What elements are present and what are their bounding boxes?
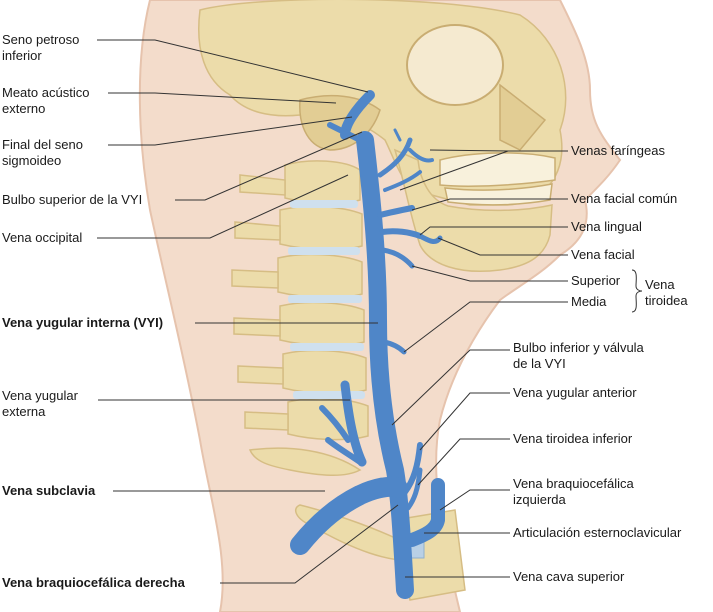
label-vena-yugular-interna: Vena yugular interna (VYI): [2, 315, 164, 330]
label-vena-braquiocefalica-derecha: Vena braquiocefálica derecha: [2, 575, 185, 590]
label-vena-yugular-anterior: Vena yugular anterior: [513, 385, 637, 400]
leader-tiroidea-media: [403, 301, 568, 353]
leader-venas-faringeas: [429, 149, 568, 152]
label-vena-facial: Vena facial: [571, 247, 635, 262]
label-vena-tiroidea-inferior: Vena tiroidea inferior: [513, 431, 633, 446]
leader-meato: [108, 92, 337, 104]
orbit: [406, 24, 504, 106]
label-vena-yugular-externa: Vena yugular externa: [2, 388, 78, 419]
first-rib: [248, 447, 362, 477]
leader-vena-occipital: [97, 174, 349, 239]
label-vena-lingual: Vena lingual: [571, 219, 642, 234]
label-tiroidea-superior: Superior: [571, 273, 621, 288]
leader-tiroidea-superior: [411, 265, 568, 282]
leader-vena-braquiocefalica-izq: [439, 489, 510, 511]
upper-teeth: [439, 152, 556, 187]
nasal-bone: [499, 83, 547, 151]
leader-final-seno: [108, 116, 353, 146]
label-vena-facial-comun: Vena facial común: [571, 191, 678, 206]
leader-vena-yugular-anterior: [419, 392, 510, 451]
leader-vena-facial: [437, 237, 568, 256]
label-bulbo-inferior: Bulbo inferior y válvula de la VYI: [513, 340, 644, 371]
label-tiroidea-media: Media: [571, 294, 607, 309]
label-vena-braquiocefalica-izquierda: Vena braquiocefálica izquierda: [513, 476, 634, 507]
label-meato-acustico: Meato acústico externo: [2, 85, 90, 116]
leader-bulbo-inferior: [391, 349, 510, 426]
leader-seno-petroso: [97, 39, 369, 93]
label-vena-tiroidea-group: Vena tiroidea: [645, 277, 688, 308]
leader-vena-lingual: [419, 226, 568, 236]
label-bulbo-superior: Bulbo superior de la VYI: [2, 192, 143, 207]
label-vena-subclavia: Vena subclavia: [2, 483, 96, 498]
label-seno-petroso: Seno petroso inferior: [2, 32, 80, 63]
label-final-seno-sigmoideo: Final del seno sigmoideo: [2, 137, 83, 168]
tiroidea-brace: [631, 269, 643, 313]
leader-vena-braquiocefalica-derecha: [220, 504, 399, 584]
leader-vena-tiroidea-inferior: [417, 438, 510, 486]
label-vena-occipital: Vena occipital: [2, 230, 83, 245]
label-venas-faringeas: Venas faríngeas: [571, 143, 665, 158]
lower-teeth: [444, 183, 553, 206]
label-vena-cava-superior: Vena cava superior: [513, 569, 625, 584]
label-articulacion-esternoclavicular: Articulación esternoclavicular: [513, 525, 682, 540]
leader-vena-facial-comun: [411, 198, 568, 211]
leader-bulbo-superior: [175, 131, 363, 201]
leader-venas-faringeas-2: [399, 150, 509, 191]
veins: [290, 90, 445, 599]
